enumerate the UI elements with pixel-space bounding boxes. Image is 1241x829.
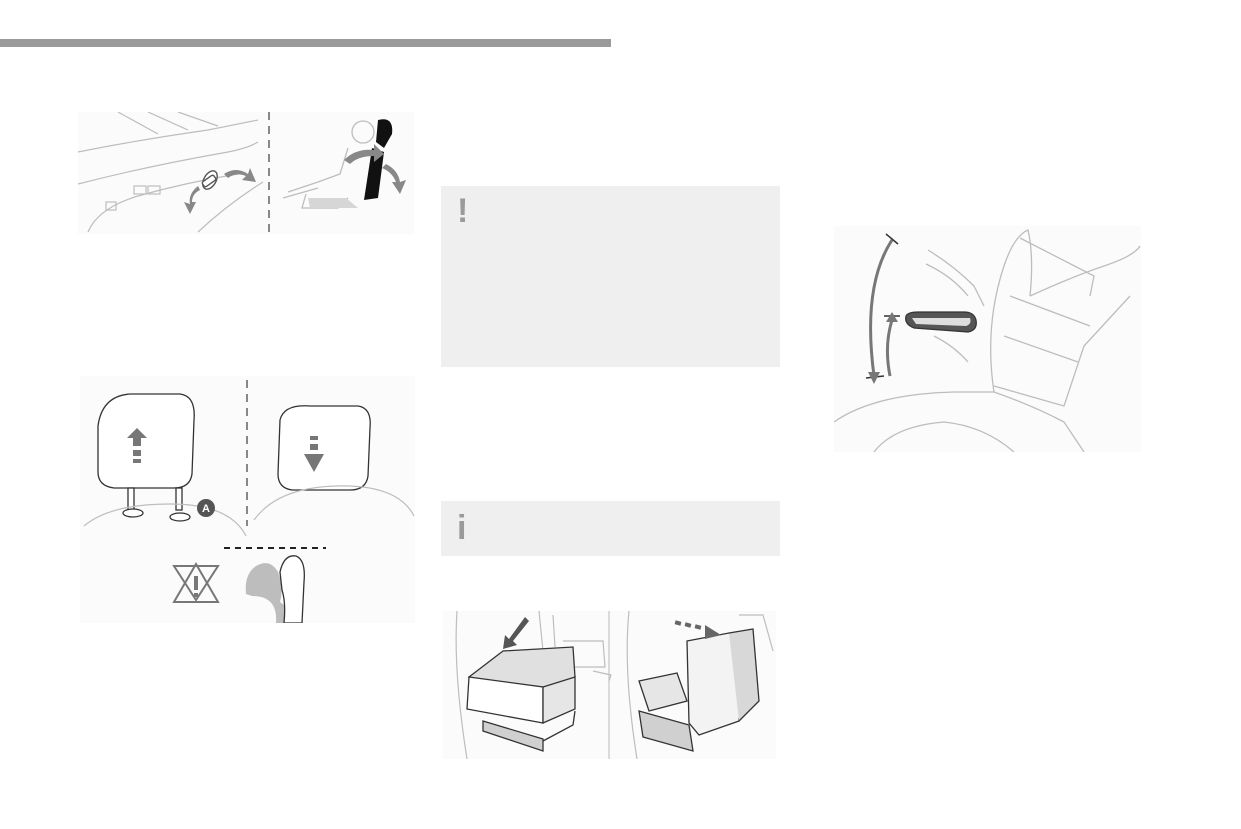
header-rule	[0, 39, 611, 47]
warning-note: !	[441, 186, 780, 367]
seat-recline-figure	[78, 112, 414, 234]
headrest-figure: A	[80, 376, 415, 623]
armrest-figure	[834, 226, 1141, 452]
exclamation-icon: !	[457, 192, 469, 230]
headrest-illustration: A	[80, 376, 415, 623]
rear-seat-fold-illustration	[443, 611, 776, 759]
armrest-illustration	[834, 226, 1141, 452]
callout-a: A	[202, 503, 210, 515]
information-note: i	[441, 501, 780, 556]
rear-seat-fold-figure	[443, 611, 776, 759]
seat-recline-illustration	[78, 112, 414, 234]
info-icon: i	[457, 509, 467, 547]
